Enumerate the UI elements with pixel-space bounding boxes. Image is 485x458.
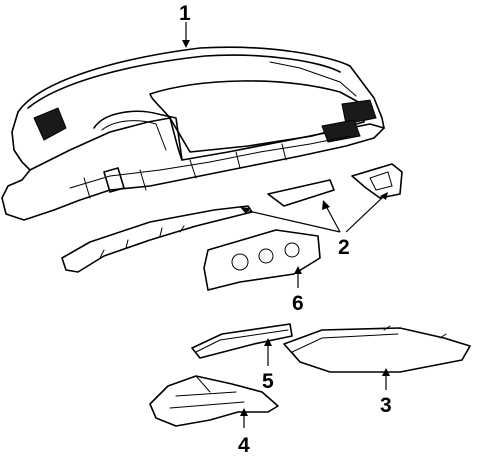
dash-defrost-line — [269, 61, 357, 97]
long-molding-holes — [99, 225, 185, 259]
right-end-molding — [351, 163, 403, 199]
center-molding — [267, 179, 335, 207]
arrow-1 — [182, 40, 190, 48]
cover4-ribs — [169, 375, 245, 409]
callout-2: 2 — [338, 236, 350, 259]
cover3-outline — [283, 327, 471, 373]
panel5-outline — [191, 323, 293, 359]
lower-cover-right — [283, 325, 471, 373]
cluster-hood — [93, 110, 183, 161]
lower-cover-left — [149, 375, 279, 427]
right-vent — [341, 99, 377, 125]
leader-2a — [243, 209, 341, 233]
cover4-outline — [149, 375, 279, 427]
center-bezel — [203, 229, 321, 291]
arrow-4 — [240, 408, 248, 416]
right-end-molding-inner — [369, 171, 393, 191]
callout-1: 1 — [179, 2, 191, 25]
bezel-knob-right — [284, 242, 300, 258]
arrow-2b — [322, 200, 330, 210]
callout-4: 4 — [238, 434, 250, 457]
callout-3: 3 — [380, 394, 392, 417]
left-vent — [33, 107, 67, 141]
leader-2b — [325, 205, 341, 233]
callout-5: 5 — [262, 370, 274, 393]
dash-left-end — [1, 111, 55, 221]
cluster-hood-inner — [101, 120, 167, 151]
leader-2c — [345, 195, 385, 233]
bezel-knob-center — [258, 248, 274, 264]
bezel-knob-left — [231, 253, 249, 271]
cover3-notches — [383, 325, 447, 339]
arrow-5 — [264, 338, 272, 346]
long-molding — [61, 205, 253, 273]
callout-6: 6 — [292, 292, 304, 315]
dash-lower-detail — [69, 135, 351, 189]
cover3-edge — [291, 333, 399, 363]
dash-ribs — [83, 143, 287, 199]
panel5-edge — [195, 329, 289, 353]
dash-lower-edge — [53, 127, 385, 211]
lower-trim-panel — [191, 323, 293, 359]
leaders — [182, 22, 390, 428]
dash-top-edge — [17, 46, 385, 129]
instrument-panel — [1, 46, 385, 221]
center-vent — [321, 119, 361, 143]
dash-top-inner — [27, 54, 341, 109]
glovebox-area — [149, 80, 365, 153]
arrow-2a — [240, 207, 250, 214]
column-opening — [103, 167, 125, 193]
trim-moldings — [61, 163, 403, 273]
arrow-3 — [382, 368, 390, 376]
bezel-outline — [203, 229, 321, 291]
arrow-6 — [294, 266, 302, 274]
arrow-2c — [380, 192, 388, 200]
